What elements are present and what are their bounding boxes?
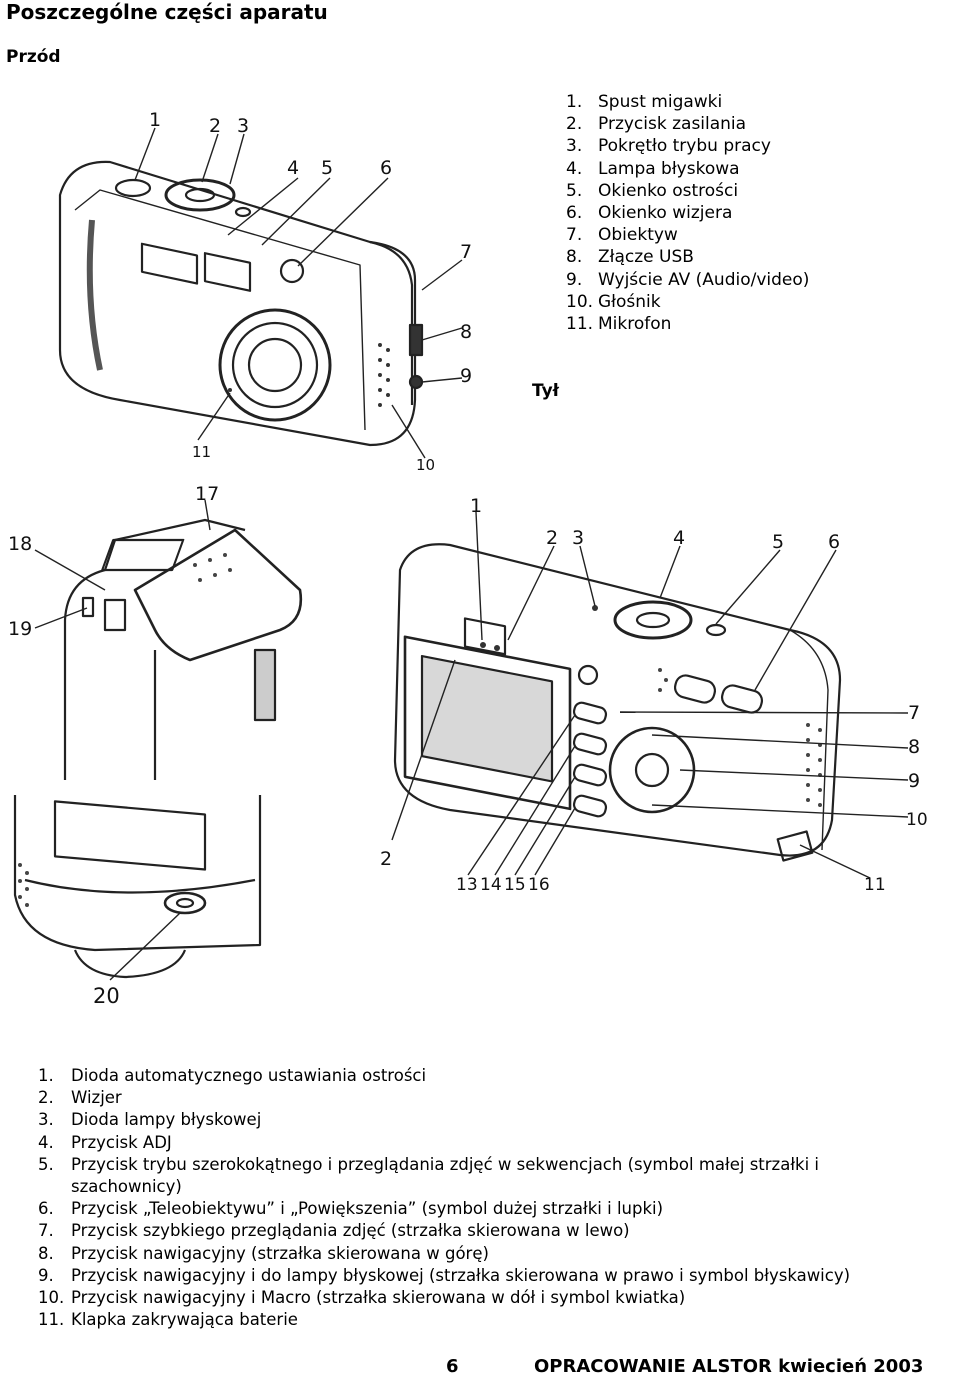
back-mode-dial xyxy=(613,600,693,640)
shutter-button xyxy=(114,178,152,198)
lens-bottom xyxy=(73,949,187,979)
battery-illustration: 17 18 19 xyxy=(8,483,303,780)
list-item: 10.Przycisk nawigacyjny i Macro (strzałk… xyxy=(38,1288,686,1308)
list-item: 6.Przycisk „Teleobiektywu” i „Powiększen… xyxy=(38,1199,664,1219)
list-item: 9.Wyjście AV (Audio/video) xyxy=(566,269,810,290)
list-item: 6.Okienko wizjera xyxy=(566,203,733,224)
av-jack xyxy=(408,374,424,390)
front-side-panel xyxy=(369,240,414,405)
zoom-wide-button xyxy=(673,674,717,704)
front-callout-6: 6 xyxy=(380,157,392,179)
back-callout-1: 1 xyxy=(470,495,482,517)
back-callout-2: 2 xyxy=(546,527,558,549)
battery-latch xyxy=(103,598,127,632)
list-item: 9.Przycisk nawigacyjny i do lampy błysko… xyxy=(38,1265,851,1285)
speaker-grille xyxy=(378,343,390,407)
back-callout-3: 3 xyxy=(572,527,584,549)
viewfinder-window xyxy=(279,258,305,284)
back-body-outline xyxy=(393,543,842,857)
back-callout-6: 6 xyxy=(828,531,840,553)
page-title: Poszczególne części aparatu xyxy=(6,0,328,24)
bottom-view-illustration: 20 xyxy=(13,795,262,1008)
viewfinder xyxy=(463,617,507,656)
back-speaker-grille xyxy=(658,668,822,807)
flash-window xyxy=(140,242,199,285)
side-button-2 xyxy=(572,732,608,756)
list-item: 3.Dioda lampy błyskowej xyxy=(38,1110,262,1130)
back-callout-15: 15 xyxy=(504,875,526,895)
back-callout-4: 4 xyxy=(673,527,685,549)
back-callout-11: 11 xyxy=(864,875,886,895)
front-camera-illustration: 1 2 3 4 5 6 7 8 9 10 11 xyxy=(58,109,472,474)
front-callout-9: 9 xyxy=(460,365,472,387)
lcd-screen xyxy=(420,654,554,783)
power-button xyxy=(234,206,252,218)
list-item: 11.Mikrofon xyxy=(566,314,672,335)
battery-door-cover xyxy=(776,830,814,862)
battery-callout-17: 17 xyxy=(195,483,219,505)
lens-ring-inner xyxy=(231,321,319,409)
back-power-button xyxy=(705,623,727,637)
front-callout-11: 11 xyxy=(192,443,211,461)
back-callout-13: 13 xyxy=(456,875,478,895)
back-callout-2-viewfinder: 2 xyxy=(380,848,392,870)
back-heading: Tył xyxy=(532,381,559,401)
list-item: 11.Klapka zakrywająca baterie xyxy=(38,1310,298,1330)
microphone-hole xyxy=(228,388,232,392)
list-item: 1.Spust migawki xyxy=(566,92,723,112)
list-item: 4.Przycisk ADJ xyxy=(38,1132,172,1152)
list-item: 4.Lampa błyskowa xyxy=(566,158,740,179)
back-parts-list: 1.Dioda automatycznego ustawiania ostroś… xyxy=(38,1065,918,1331)
front-grip xyxy=(86,219,103,371)
list-item: 7.Przycisk szybkiego przeglądania zdjęć … xyxy=(38,1221,630,1241)
front-callout-4: 4 xyxy=(287,157,299,179)
tripod-socket xyxy=(163,891,207,915)
list-item: 1.Dioda automatycznego ustawiania ostroś… xyxy=(38,1066,427,1085)
front-callout-1: 1 xyxy=(149,109,161,131)
list-item: 8.Przycisk nawigacyjny (strzałka skierow… xyxy=(38,1243,489,1263)
side-button-4 xyxy=(572,794,608,818)
mode-dial xyxy=(164,178,236,212)
back-callout-14: 14 xyxy=(480,875,502,895)
adj-button xyxy=(577,664,599,686)
side-button-1 xyxy=(572,701,608,725)
back-callout-9: 9 xyxy=(908,770,920,792)
list-item: 3.Pokrętło trybu pracy xyxy=(566,136,771,157)
back-callout-7: 7 xyxy=(908,702,920,724)
front-callout-8: 8 xyxy=(460,321,472,343)
page-number: 6 xyxy=(446,1356,459,1377)
back-callout-10: 10 xyxy=(906,810,928,830)
side-button-3 xyxy=(572,763,608,787)
back-callout-16: 16 xyxy=(528,875,550,895)
battery-callout-18: 18 xyxy=(8,533,32,555)
list-item: 5.Przycisk trybu szerokokątnego i przegl… xyxy=(38,1154,819,1197)
list-item: 10.Głośnik xyxy=(566,291,661,312)
lcd-frame xyxy=(403,635,572,811)
list-item: 2.Przycisk zasilania xyxy=(566,114,747,135)
list-item: 7.Obiektyw xyxy=(566,225,678,246)
front-callout-10: 10 xyxy=(416,456,435,474)
page-footer: OPRACOWANIE ALSTOR kwiecień 2003 xyxy=(534,1356,924,1377)
front-callout-2: 2 xyxy=(209,115,221,137)
back-callout-8: 8 xyxy=(908,736,920,758)
bottom-lcd xyxy=(53,800,207,871)
back-camera-illustration: 1 2 3 4 5 6 7 8 9 10 11 2 13 14 15 16 xyxy=(380,495,928,895)
back-callout-5: 5 xyxy=(772,531,784,553)
bottom-callout-20: 20 xyxy=(93,984,120,1008)
battery-door xyxy=(133,528,303,662)
list-item: 5.Okienko ostrości xyxy=(566,180,739,201)
list-item: 8.Złącze USB xyxy=(566,247,694,268)
zoom-tele-button xyxy=(720,684,764,714)
list-item: 2.Wizjer xyxy=(38,1088,122,1108)
front-parts-list: 1.Spust migawki 2.Przycisk zasilania 3.P… xyxy=(566,91,809,335)
focus-window xyxy=(203,252,252,292)
lens-ring-outer xyxy=(218,308,332,422)
front-callout-3: 3 xyxy=(237,115,249,137)
usb-connector xyxy=(408,323,424,357)
front-body-outline xyxy=(58,160,417,447)
front-callout-5: 5 xyxy=(321,157,333,179)
battery-callout-19: 19 xyxy=(8,618,32,640)
front-heading: Przód xyxy=(6,47,61,67)
front-callout-7: 7 xyxy=(460,241,472,263)
